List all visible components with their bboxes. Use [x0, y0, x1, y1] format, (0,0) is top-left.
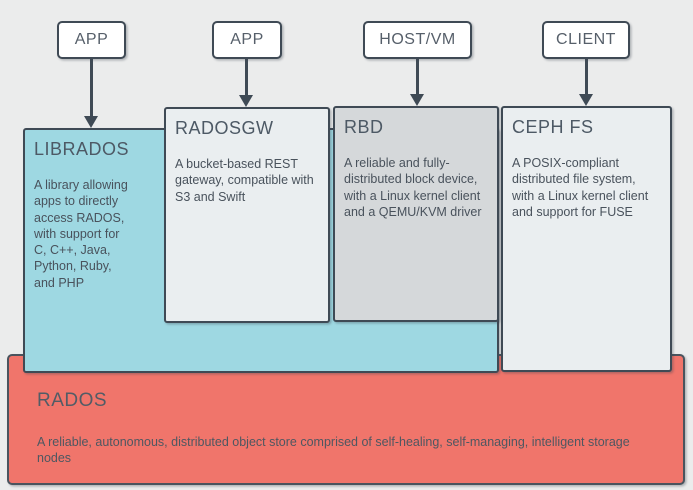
box-librados-title: LIBRADOS [34, 139, 130, 159]
arrowhead-down-icon [579, 94, 593, 106]
arrow-app1-to-librados [90, 59, 93, 117]
node-client: CLIENT [542, 21, 630, 59]
box-radosgw-description: A bucket-based REST gateway, compatible … [175, 157, 314, 204]
node-app-1-label: APP [74, 31, 109, 48]
arrow-app2-to-radosgw [245, 59, 248, 96]
box-librados-description: A library allowing apps to directly acce… [34, 178, 128, 290]
node-host-vm-label: HOST/VM [379, 31, 456, 48]
box-radosgw-title: RADOSGW [175, 118, 274, 138]
box-rbd: RBD A reliable and fully- distributed bl… [333, 106, 499, 322]
node-host-vm: HOST/VM [363, 21, 472, 59]
box-rbd-title: RBD [344, 117, 384, 137]
box-cephfs-title: CEPH FS [512, 117, 594, 137]
box-rados-description: A reliable, autonomous, distributed obje… [37, 435, 630, 466]
arrowhead-down-icon [239, 95, 253, 107]
node-client-label: CLIENT [556, 31, 616, 48]
arrowhead-down-icon [84, 116, 98, 128]
box-rbd-description: A reliable and fully- distributed block … [344, 156, 482, 219]
box-rados: RADOS A reliable, autonomous, distribute… [7, 354, 685, 485]
box-cephfs-description: A POSIX-compliant distributed file syste… [512, 156, 649, 219]
node-app-2-label: APP [230, 31, 264, 48]
node-app-1: APP [57, 21, 126, 59]
node-app-2: APP [212, 21, 282, 59]
arrow-client-to-cephfs [585, 58, 588, 95]
arrow-hostvm-to-rbd [416, 58, 419, 95]
box-radosgw: RADOSGW A bucket-based REST gateway, com… [164, 107, 330, 323]
box-rados-title: RADOS [37, 390, 108, 411]
arrowhead-down-icon [410, 94, 424, 106]
box-cephfs: CEPH FS A POSIX-compliant distributed fi… [501, 106, 672, 372]
